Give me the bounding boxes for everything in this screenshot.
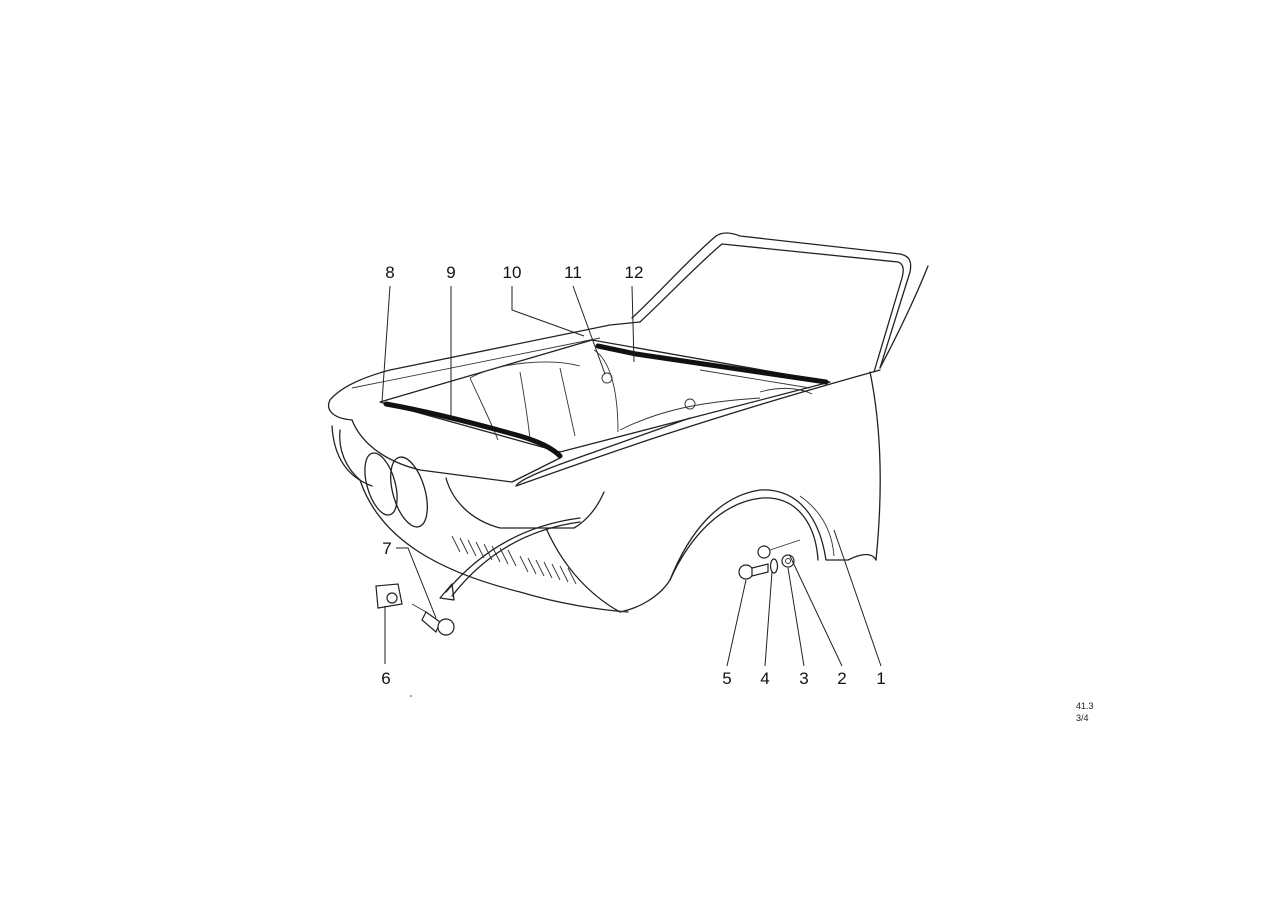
fender (515, 369, 881, 613)
engine-bay (379, 339, 831, 453)
bonnet-cable (439, 517, 581, 601)
part-7-bolt (411, 603, 455, 636)
callout-12: 12 (624, 263, 644, 282)
callout-11: 11 (564, 263, 582, 282)
hood-seals (383, 343, 829, 459)
part-4-washer (769, 558, 779, 574)
windshield-frame (631, 232, 929, 373)
callout-3: 3 (799, 669, 809, 688)
callout-8: 8 (385, 263, 395, 282)
callout-6: 6 (381, 669, 391, 688)
callout-1: 1 (876, 669, 886, 688)
callout-10: 10 (502, 263, 522, 282)
callout-9: 9 (446, 263, 456, 282)
callout-4: 4 (760, 669, 770, 688)
part-6-clip (375, 583, 403, 609)
leader-lines (381, 285, 882, 667)
part-2-stud (757, 539, 801, 559)
part-5-bolt (738, 563, 769, 580)
diagram-code: 41.3 3/4 (1076, 700, 1094, 724)
callout-2: 2 (837, 669, 847, 688)
callout-7: 7 (382, 539, 392, 558)
callout-5: 5 (722, 669, 732, 688)
diagram-code-line2: 3/4 (1076, 713, 1089, 724)
grille-slots (451, 535, 577, 585)
hood-outline (328, 321, 641, 421)
front-panel (331, 419, 629, 613)
diagram-code-line1: 41.3 (1076, 701, 1094, 711)
